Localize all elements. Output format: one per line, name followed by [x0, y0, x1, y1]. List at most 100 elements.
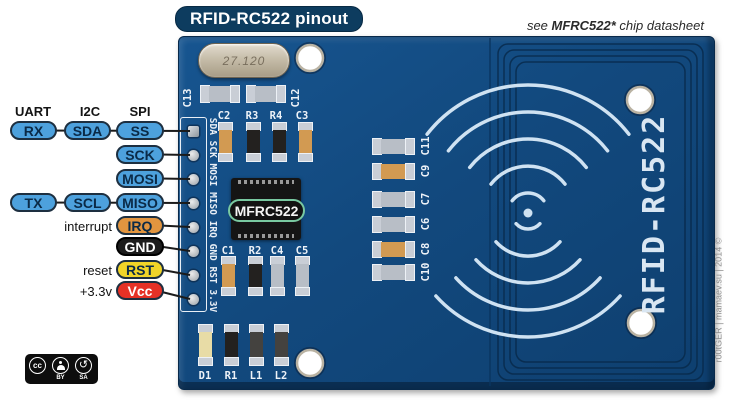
annotation-reset: reset: [83, 263, 112, 278]
header-pin-4: [188, 197, 199, 209]
smd-component-c1: [221, 256, 236, 296]
smd-component-c2: [218, 122, 233, 162]
smd-body: [381, 265, 406, 280]
component-label-c12: C12: [290, 88, 302, 108]
pin-pill-vcc: Vcc: [116, 281, 164, 300]
component-label-c10: C10: [420, 262, 432, 282]
header-pin-6: [188, 245, 199, 257]
smd-component-r2: [248, 256, 263, 296]
smd-component-c13-pads: [200, 85, 240, 103]
pin-pill-rx: RX: [10, 121, 57, 140]
pin-pill-scl: SCL: [64, 193, 111, 212]
smd-component-c7: [372, 191, 415, 208]
smd-component-c6: [372, 216, 415, 233]
credit-text: r00tGER | mamaev.su | 2014 ©: [713, 237, 724, 363]
header-pin-7: [188, 269, 199, 281]
component-label-c5: C5: [295, 245, 309, 257]
cc-sa-icon: ↺: [75, 357, 92, 374]
component-label-c2: C2: [217, 110, 231, 122]
antenna-signal-icon: [425, 83, 631, 339]
pin-pill-tx: TX: [10, 193, 57, 212]
chip-pins-top: [238, 180, 294, 184]
smd-body: [299, 130, 312, 154]
pin-pill-sda: SDA: [64, 121, 111, 140]
header-pin-5: [188, 221, 199, 233]
header-pin-3: [188, 173, 199, 185]
smd-body: [381, 242, 406, 257]
pin-pill-rst: RST: [116, 260, 164, 279]
smd-body: [222, 264, 235, 288]
page-title: RFID-RC522 pinout: [175, 6, 364, 32]
datasheet-note-prefix: see: [526, 18, 552, 33]
smd-body: [225, 332, 238, 358]
component-label-c13: C13: [182, 88, 194, 108]
component-label-c3: C3: [295, 110, 309, 122]
smd-component-d1: [198, 324, 213, 366]
component-label-r1: R1: [224, 370, 238, 382]
chip-pins-bottom: [238, 234, 294, 238]
interface-header-i2c: I2C: [79, 104, 101, 119]
header-pin-1: [188, 125, 199, 137]
smd-body: [275, 332, 288, 358]
mounting-holes: [294, 42, 657, 379]
smd-component-c11: [372, 138, 415, 155]
pin-header-outline: [180, 117, 207, 312]
pin-pill-irq: IRQ: [116, 216, 164, 235]
cc-icon: cc: [29, 357, 46, 374]
pin-pill-gnd: GND: [116, 237, 164, 256]
smd-body: [247, 130, 260, 154]
component-label-r3: R3: [245, 110, 259, 122]
smd-component-c12-pads: [246, 85, 286, 103]
smd-component-r1: [224, 324, 239, 366]
interface-header-spi: SPI: [129, 104, 151, 119]
smd-component-r4: [272, 122, 287, 162]
smd-component-l2: [274, 324, 289, 366]
datasheet-note-chip: MFRC522*: [551, 18, 616, 33]
annotation-interrupt: interrupt: [64, 219, 112, 234]
pin-pill-sck: SCK: [116, 145, 164, 164]
header-pin-8: [188, 293, 199, 305]
smd-body: [249, 264, 262, 288]
smd-component-l1: [249, 324, 264, 366]
smd-body: [381, 217, 406, 232]
smd-body: [381, 164, 406, 179]
smd-body: [250, 332, 263, 358]
cc-license-badge: cc ↺ BY SA: [25, 354, 98, 384]
smd-component-c5: [295, 256, 310, 296]
component-label-d1: D1: [198, 370, 212, 382]
header-pin-2: [188, 149, 199, 161]
component-label-l1: L1: [249, 370, 263, 382]
board-artwork: [294, 38, 704, 386]
component-label-c6: C6: [420, 217, 432, 231]
smd-body: [209, 86, 231, 102]
header-silkscreen-labels: SDA SCK MOSI MISO IRQ GND RST 3.3V: [207, 117, 218, 313]
component-label-r2: R2: [248, 245, 262, 257]
pin-pill-ss: SS: [116, 121, 164, 140]
smd-body: [381, 192, 406, 207]
cc-sa-label: SA: [79, 375, 88, 381]
crystal-oscillator: 27.120: [198, 43, 290, 78]
component-label-c8: C8: [420, 242, 432, 256]
antenna-coil-traces: [497, 43, 704, 381]
smd-body: [199, 332, 212, 358]
chip-label: MFRC522: [228, 199, 305, 222]
smd-body: [296, 264, 309, 288]
smd-component-c9: [372, 163, 415, 180]
component-label-c9: C9: [420, 164, 432, 178]
board-name-silkscreen: RFID-RC522: [637, 113, 672, 315]
component-label-l2: L2: [274, 370, 288, 382]
smd-component-c3: [298, 122, 313, 162]
interface-header-uart: UART: [14, 104, 52, 119]
smd-component-c8: [372, 241, 415, 258]
smd-body: [255, 86, 277, 102]
datasheet-note: see MFRC522* chip datasheet: [527, 18, 704, 33]
component-label-r4: R4: [269, 110, 283, 122]
cc-by-icon: [52, 357, 69, 374]
smd-component-c4: [270, 256, 285, 296]
component-label-c1: C1: [221, 245, 235, 257]
pin-pill-miso: MISO: [116, 193, 164, 212]
smd-body: [219, 130, 232, 154]
datasheet-note-suffix: chip datasheet: [615, 18, 704, 33]
person-icon: [53, 358, 68, 373]
